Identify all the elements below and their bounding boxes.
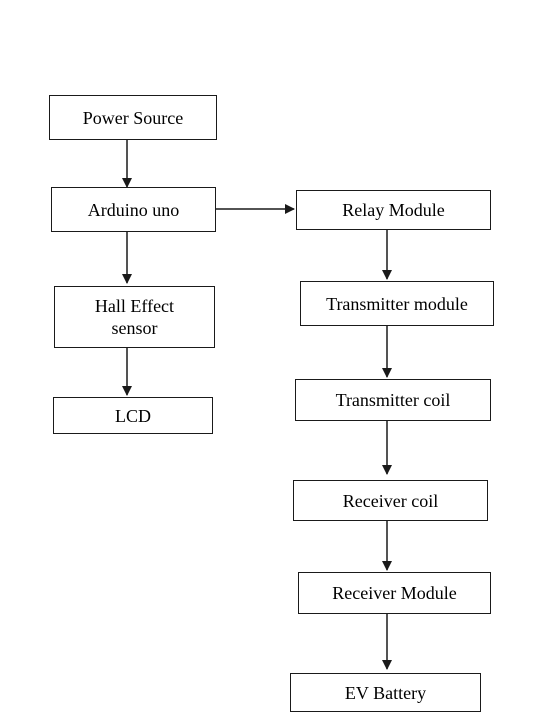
node-lcd-label: LCD bbox=[115, 405, 151, 426]
node-ev-battery: EV Battery bbox=[290, 673, 481, 712]
node-hall-effect-sensor: Hall Effect sensor bbox=[54, 286, 215, 348]
node-transmitter-coil: Transmitter coil bbox=[295, 379, 491, 421]
node-receiver-coil-label: Receiver coil bbox=[342, 490, 439, 511]
node-arduino-uno-label: Arduino uno bbox=[87, 199, 180, 220]
node-arduino-uno: Arduino uno bbox=[51, 187, 216, 232]
node-power-source-label: Power Source bbox=[82, 107, 184, 128]
node-receiver-coil: Receiver coil bbox=[293, 480, 488, 521]
node-power-source: Power Source bbox=[49, 95, 217, 140]
node-relay-module-label: Relay Module bbox=[342, 200, 445, 220]
node-hall-effect-sensor-label: Hall Effect sensor bbox=[94, 296, 175, 338]
node-lcd: LCD bbox=[53, 397, 213, 434]
node-transmitter-module: Transmitter module bbox=[300, 281, 494, 326]
node-transmitter-coil-label: Transmitter coil bbox=[335, 390, 451, 410]
node-relay-module: Relay Module bbox=[296, 190, 491, 230]
node-ev-battery-label: EV Battery bbox=[344, 682, 427, 703]
node-transmitter-module-label: Transmitter module bbox=[326, 293, 468, 314]
node-receiver-module-label: Receiver Module bbox=[332, 583, 457, 603]
node-receiver-module: Receiver Module bbox=[298, 572, 491, 614]
